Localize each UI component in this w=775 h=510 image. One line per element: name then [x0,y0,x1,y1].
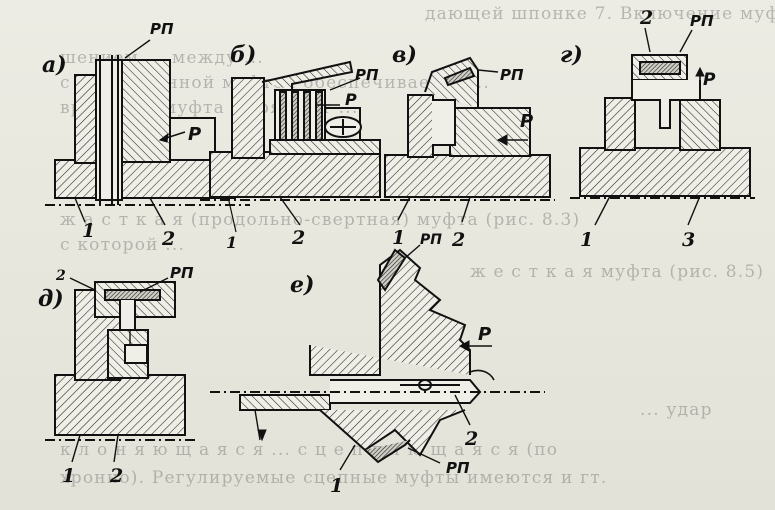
panel-d-part-1: 1 [62,465,75,487]
panel-d-part-2-top: 2 [55,268,66,284]
panel-a-part-1: 1 [82,220,95,242]
panel-d-letter: д) [38,286,64,312]
panel-d-part-2: 2 [109,465,123,487]
panel-g-rp-label: РП [690,12,714,30]
panel-v-part-1: 1 [392,227,405,249]
panel-b-part-2: 2 [291,227,305,249]
panel-v-p-label: Р [520,111,533,132]
panel-v-part-2: 2 [451,229,465,251]
background-text-line: к л о н я ю щ а я с я ... с ц е п л я ю … [60,440,559,460]
background-text-line: ж а с т к а я (продольно-свертная) муфта… [60,210,581,230]
background-text-line: ж е с т к а я муфта (рис. 8.5) [470,262,765,282]
panel-v-drawing [380,56,555,223]
panel-e-drawing [210,244,545,471]
panel-d-drawing [45,277,195,463]
panel-b-part-1: 1 [226,233,237,252]
panel-b-rp-label: РП [355,66,379,84]
panel-b-drawing [200,60,400,233]
panel-a-letter: а) [42,52,67,78]
panel-a-part-2: 2 [161,228,175,250]
background-text-line: ... удар [640,400,713,420]
panel-e-rp-top-label: РП [420,232,442,248]
panel-v-letter: в) [392,42,417,68]
background-text-line: с которой ... [60,235,186,255]
panel-g-drawing [570,27,755,226]
panel-g-labels: г) РП Р 2 1 3 [560,7,716,251]
panel-g-part-2: 2 [639,7,653,29]
panel-g-part-1: 1 [580,229,593,251]
panel-e-part-2: 2 [464,428,478,450]
panel-e-rp-bottom-label: РП [446,459,470,477]
panel-g-letter: г) [560,42,583,68]
panel-e-labels: е) РП Р 2 РП 1 [290,232,491,497]
panel-a-labels: а) РП Р 1 2 [42,20,201,250]
panel-g-p-label: Р [703,70,716,90]
background-text-line: дающей шпонке 7. Включение муфты произво… [425,4,775,24]
background-text-line: хронно). Регулируемые сцепные муфты имею… [60,468,608,488]
panel-e-p-label: Р [478,324,491,345]
panel-a-rp-label: РП [150,20,174,38]
panel-e-part-1: 1 [330,475,343,497]
panel-e-letter: е) [290,272,314,298]
panel-v-rp-label: РП [500,66,524,84]
panel-a-p-label: Р [188,124,201,145]
panel-b-labels: б) РП Р 1 2 [226,42,379,252]
panel-v-labels: в) РП Р 1 2 [392,42,533,251]
panel-d-rp-label: РП [170,264,194,282]
panel-g-part-3: 3 [682,229,695,251]
panel-b-p-label: Р [345,90,357,109]
panel-b-letter: б) [230,42,256,68]
panel-d-labels: д) 2 РП 1 2 [38,264,194,487]
